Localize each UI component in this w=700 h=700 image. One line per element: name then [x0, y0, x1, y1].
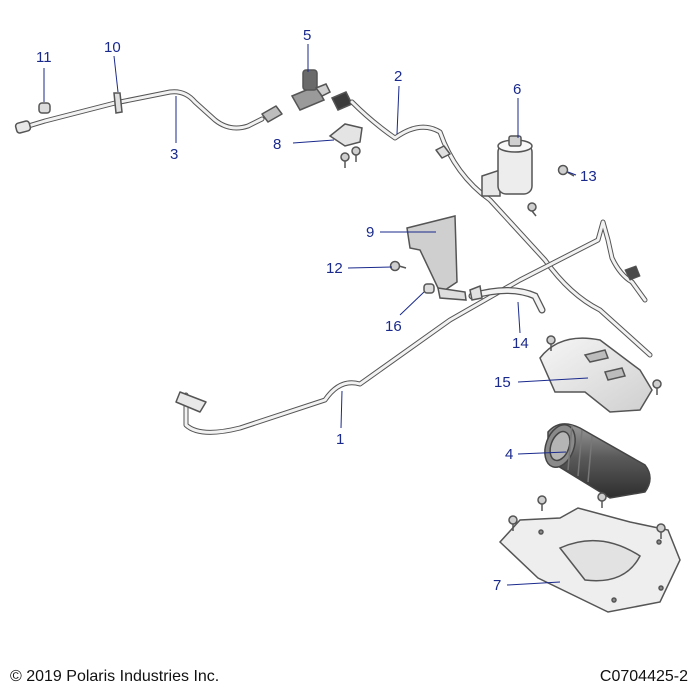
bolt-icon: [508, 515, 518, 531]
callout-10: 10: [104, 39, 121, 56]
valve-part-5: [290, 69, 332, 111]
main-line-part-1: [175, 219, 648, 435]
callout-3: 3: [170, 146, 178, 163]
plate-part-9: [406, 215, 467, 301]
callout-4: 4: [505, 446, 513, 463]
callout-9: 9: [366, 224, 374, 241]
bolt-icon: [597, 492, 607, 508]
elbow-connector: [330, 91, 354, 111]
bolt-icon: [652, 379, 662, 395]
callouts: 11 10 3 5 2 6 8 13 9 12 16 14 15 4 7 1: [36, 27, 597, 594]
clamp-part-10: [113, 92, 123, 114]
callout-11: 11: [36, 49, 52, 66]
callout-1: 1: [336, 431, 344, 448]
skid-plate-bolts: [508, 492, 666, 539]
cap-part-11: [38, 102, 51, 114]
skid-plate-part-7: [498, 507, 681, 613]
drawing-number: C0704425-2: [599, 668, 688, 685]
bolt-part-12: [389, 260, 407, 272]
callout-12: 12: [326, 260, 343, 277]
bolt-icon: [546, 335, 556, 351]
bolt-icon: [351, 146, 361, 162]
callout-8: 8: [273, 136, 281, 153]
filter-part-6: [481, 135, 537, 217]
nut-part-16: [423, 283, 435, 294]
bolt-icon: [537, 495, 547, 511]
copyright-text: © 2019 Polaris Industries Inc.: [10, 668, 220, 685]
bracket-part-8: [328, 123, 363, 168]
bolt-icon: [656, 523, 666, 539]
callout-7: 7: [493, 577, 501, 594]
callout-5: 5: [303, 27, 311, 44]
bolt-icon: [527, 202, 537, 217]
leader-lines: [43, 44, 589, 586]
bolt-part-13: [557, 164, 575, 177]
vent-hose-part-2: [349, 99, 653, 358]
canister-part-4: [544, 423, 651, 499]
callout-6: 6: [513, 81, 521, 98]
bolt-icon: [340, 152, 350, 168]
callout-16: 16: [385, 318, 402, 335]
callout-2: 2: [394, 68, 402, 85]
callout-14: 14: [512, 335, 529, 352]
hose-part-14: [468, 284, 546, 314]
callout-15: 15: [494, 374, 511, 391]
vent-hose-part-3: [14, 89, 283, 134]
callout-13: 13: [580, 168, 597, 185]
shield-part-15: [539, 335, 662, 413]
